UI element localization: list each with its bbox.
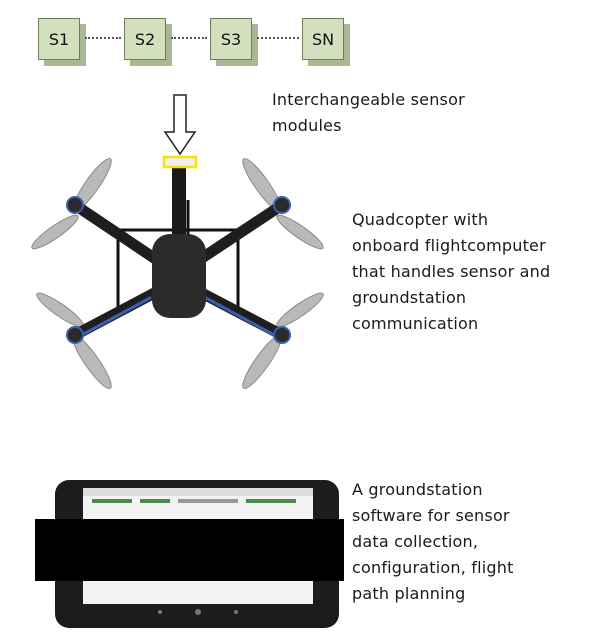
modules-label-line: modules xyxy=(272,116,342,135)
groundstation-label-line: data collection, xyxy=(352,532,479,551)
groundstation-label-line: configuration, flight xyxy=(352,558,514,577)
groundstation-label-line: A groundstation xyxy=(352,480,483,499)
quadcopter-label-line: onboard flightcomputer xyxy=(352,236,546,255)
quadcopter-label-line: communication xyxy=(352,314,479,333)
module-connector xyxy=(85,37,121,39)
groundstation-label-line: path planning xyxy=(352,584,466,603)
modules-label: Interchangeable sensor modules xyxy=(272,87,465,139)
propeller-icon xyxy=(31,157,324,390)
sensor-module-sn: SN xyxy=(302,18,344,60)
sensor-module-s3: S3 xyxy=(210,18,252,60)
sensor-module-s2: S2 xyxy=(124,18,166,60)
modules-label-line: Interchangeable sensor xyxy=(272,90,465,109)
module-connector xyxy=(171,37,207,39)
groundstation-label: A groundstation software for sensor data… xyxy=(352,477,514,607)
module-connector xyxy=(257,37,299,39)
quadcopter-label: Quadcopter with onboard flightcomputer t… xyxy=(352,207,550,337)
quadcopter-label-line: that handles sensor and xyxy=(352,262,551,281)
sensor-module-s1: S1 xyxy=(38,18,80,60)
quadcopter-label-line: groundstation xyxy=(352,288,467,307)
groundstation-label-line: software for sensor xyxy=(352,506,510,525)
quadcopter-label-line: Quadcopter with xyxy=(352,210,489,229)
